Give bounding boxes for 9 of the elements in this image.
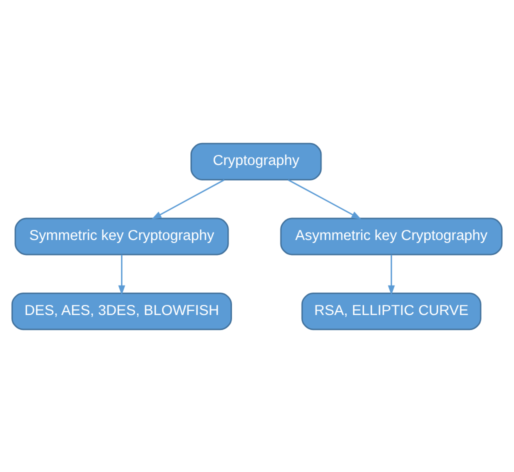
node-box: DES, AES, 3DES, BLOWFISH	[11, 292, 232, 330]
node-box: RSA, ELLIPTIC CURVE	[301, 292, 482, 330]
arrow	[288, 178, 362, 219]
arrow	[118, 254, 126, 295]
arrow	[388, 254, 395, 295]
node-box: Asymmetric key Cryptography	[280, 217, 503, 255]
node-box: Symmetric key Cryptography	[14, 217, 229, 255]
node-box: Cryptography	[190, 142, 322, 180]
arrow	[152, 178, 225, 219]
